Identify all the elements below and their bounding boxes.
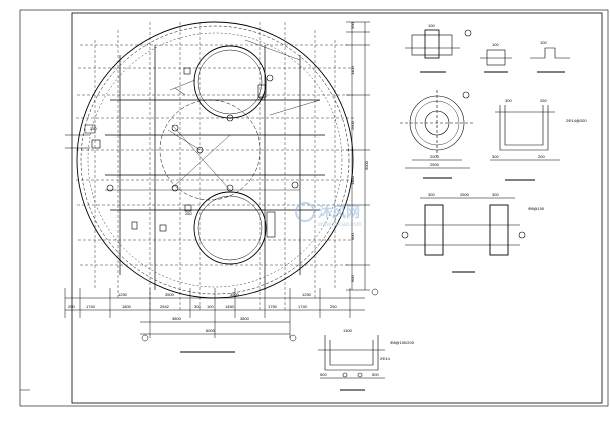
dim-bottom-total: 6000	[206, 328, 216, 333]
inner-frame	[71, 12, 603, 404]
bottom-dimension-lines	[64, 288, 365, 338]
dim-r-1: 1400	[350, 65, 355, 75]
channel-note: 2Φ14@200	[566, 118, 587, 123]
dim-b1-3: 1250	[302, 292, 312, 297]
sheet-border	[19, 9, 609, 407]
dim-right-total: 9000	[364, 160, 369, 170]
channel-section-detail	[490, 105, 560, 181]
left-tags	[65, 87, 186, 149]
grid-horizontal	[76, 44, 354, 266]
beam-dim-1: 2500	[460, 192, 470, 197]
bottom-side-note: 2Φ14	[380, 356, 391, 361]
dim-b3-1: 3800	[240, 316, 250, 321]
beams	[105, 45, 325, 290]
detail3-label: 100	[540, 40, 547, 45]
foundation-plan: 1250 3500 3500 1250 250 1740 1800 2542 3…	[64, 21, 379, 353]
channel-dim-1: 250	[540, 98, 547, 103]
dim-b2-0: 250	[68, 304, 75, 309]
channel-dim-2: 300	[492, 154, 499, 159]
beam-dim-2: 300	[492, 192, 499, 197]
dim-r-0: 500	[350, 22, 355, 29]
tank-bottom-inner	[197, 195, 263, 261]
tank-top-inner	[197, 49, 263, 115]
dim-r-5: 600	[350, 275, 355, 282]
bottom-dim-0: 500	[320, 372, 327, 377]
beam-section-detail	[401, 197, 526, 273]
bottom-note: Φ8@100/200	[390, 340, 415, 345]
bottom-dim-1: 1300	[343, 328, 353, 333]
column-markers	[91, 67, 299, 238]
dim-b2-4: 300	[194, 304, 201, 309]
axis-bubble-right	[289, 334, 297, 342]
round-dim-0: 2000	[430, 154, 440, 159]
circle-label-0: 250	[90, 126, 97, 131]
detail-top-row	[405, 29, 570, 73]
tank-bottom	[193, 191, 267, 265]
channel-dim-3: 200	[538, 154, 545, 159]
channel-dim-0: 300	[505, 98, 512, 103]
dim-b3-0: 3800	[172, 316, 182, 321]
dim-b2-3: 2542	[160, 304, 170, 309]
dim-r-4: 600	[350, 233, 355, 240]
dim-b1-2: 3500	[230, 292, 240, 297]
circle-label-1: 250	[258, 96, 265, 101]
bottom-section-detail	[318, 335, 385, 391]
dim-r-3: 1400	[350, 175, 355, 185]
dim-b2-6: 1450	[225, 304, 235, 309]
dim-b2-2: 1800	[122, 304, 132, 309]
watermark-logo-icon	[295, 202, 315, 222]
tank-top	[193, 45, 267, 119]
dim-r-2: 2600	[350, 120, 355, 130]
plan-outer-circle-2	[80, 25, 350, 295]
dim-b1-1: 3500	[165, 292, 175, 297]
watermark-en: www.mfcad.com	[317, 222, 362, 228]
dim-b2-9: 250	[330, 304, 337, 309]
plan-inner-circle	[87, 32, 343, 288]
circle-label-2: 250	[185, 211, 192, 216]
dim-b1-0: 1250	[118, 292, 128, 297]
round-dim-1: 2500	[430, 162, 440, 167]
right-dimension-lines	[346, 21, 370, 291]
dim-b2-1: 1740	[86, 304, 96, 309]
plan-outer-circle	[76, 21, 354, 299]
bottom-dim-2: 500	[372, 372, 379, 377]
beam-note: Φ8@100	[528, 206, 545, 211]
watermark: 沐风网 www.mfcad.com	[295, 202, 362, 228]
leader-lines	[105, 39, 321, 191]
dim-b2-7: 1750	[268, 304, 278, 309]
dim-b2-8: 1740	[298, 304, 308, 309]
detail2-label: 100	[492, 42, 499, 47]
dim-b2-5: 100	[207, 304, 214, 309]
beam-dim-0: 300	[428, 192, 435, 197]
watermark-cn: 沐风网	[318, 204, 360, 221]
round-section-detail	[400, 90, 474, 179]
axis-bubble-side	[371, 288, 379, 296]
axis-bubble-left	[141, 334, 149, 342]
grid-vertical	[94, 22, 336, 310]
detail1-label: 100	[428, 23, 435, 28]
